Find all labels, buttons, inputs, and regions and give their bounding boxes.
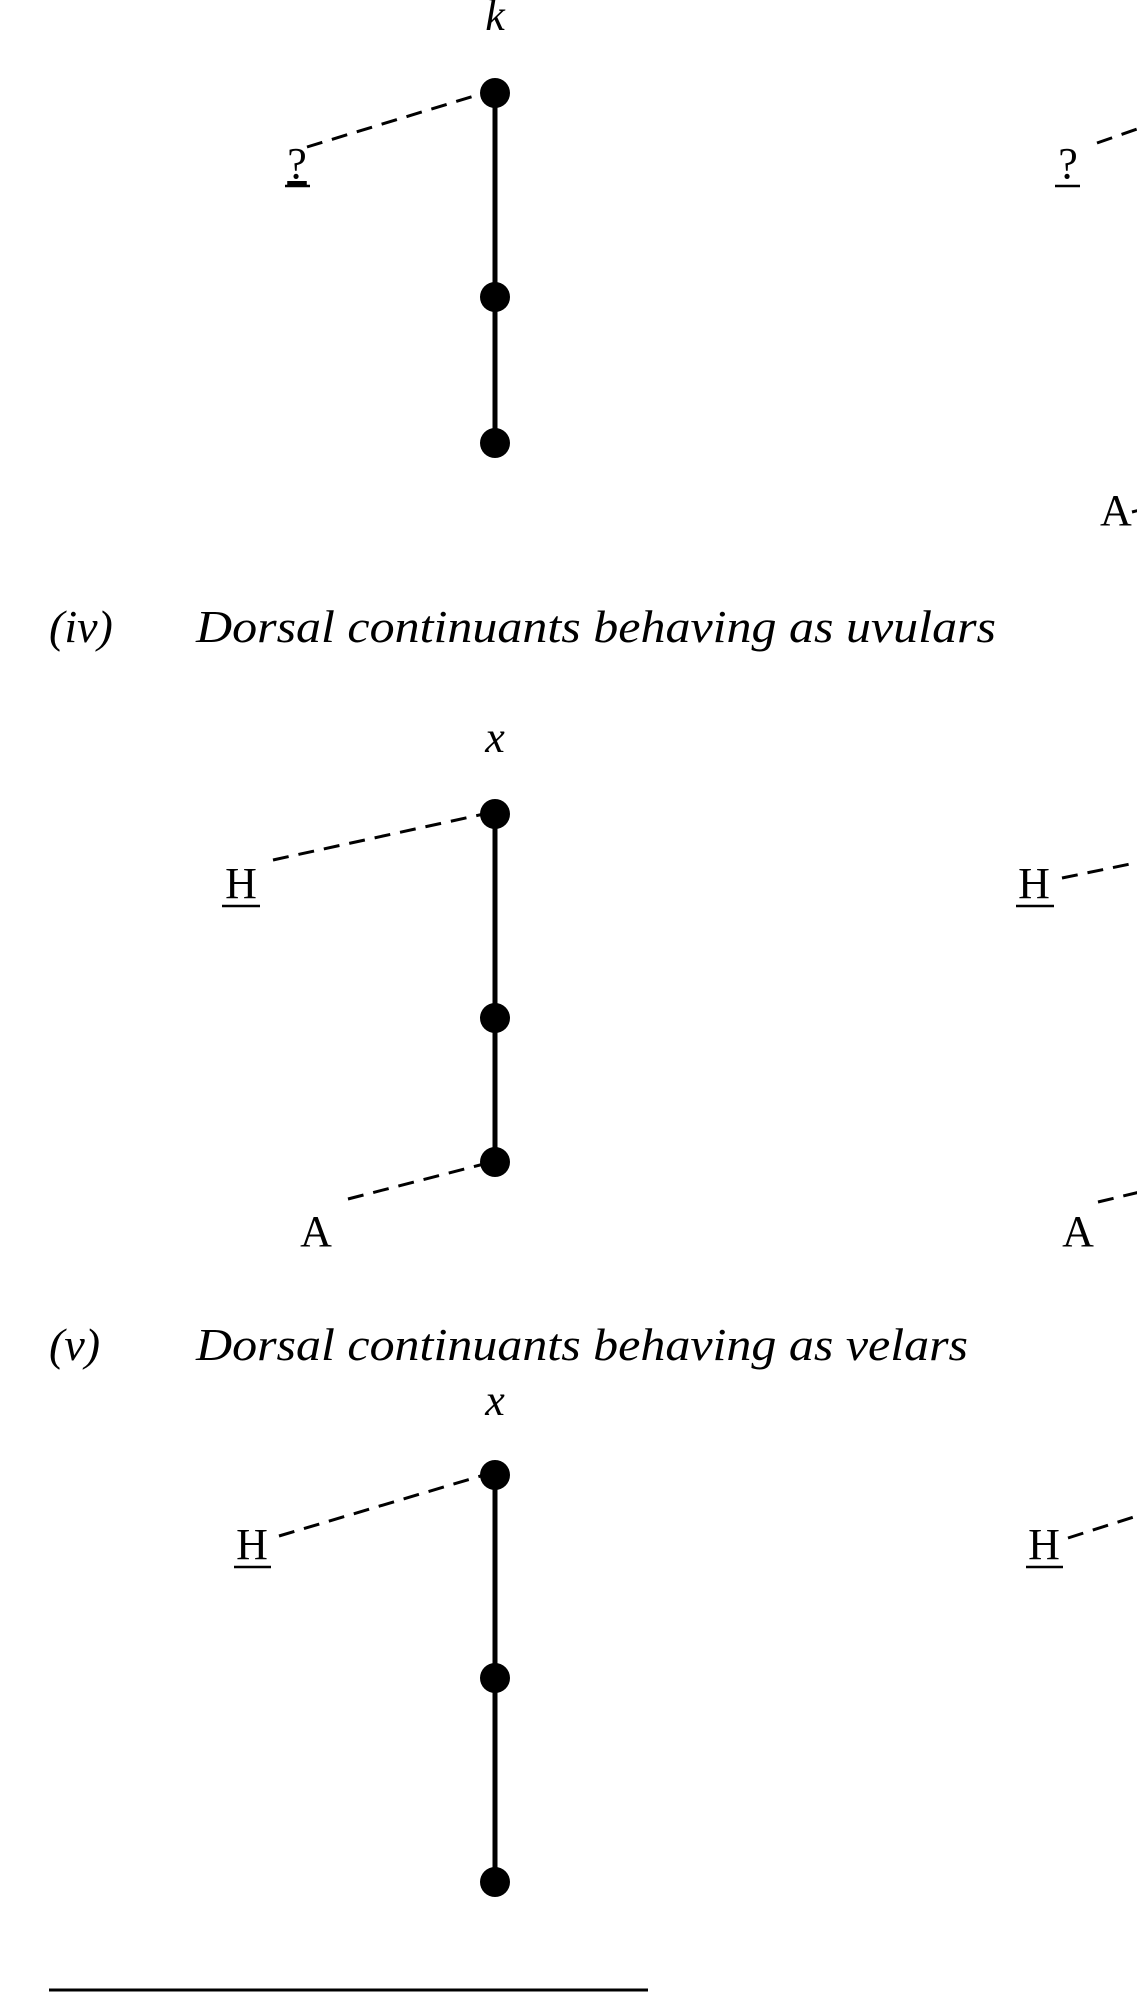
segment-label-x: x: [484, 1376, 505, 1425]
node-bottom: [480, 1147, 510, 1177]
section-number-v: (v): [49, 1319, 100, 1370]
dashed-association: [1067, 1514, 1137, 1540]
node-middle: [480, 282, 510, 312]
section-title-velars: Dorsal continuants behaving as velars: [195, 1319, 968, 1370]
dashed-association: [347, 1162, 485, 1201]
left-top-label-h: H: [236, 1520, 268, 1569]
right-top-label-h: H: [1028, 1520, 1060, 1569]
segment-label-x: x: [484, 713, 505, 762]
right-bottom-label-a: A: [1062, 1207, 1094, 1256]
node-middle: [480, 1663, 510, 1693]
dashed-association: [1131, 509, 1137, 514]
dashed-association: [272, 812, 485, 862]
left-top-label-h: H: [225, 859, 257, 908]
dashed-association: [1097, 1191, 1137, 1204]
node-bottom: [480, 428, 510, 458]
node-top: [480, 1460, 510, 1490]
right-top-label-h: H: [1018, 859, 1050, 908]
node-middle: [480, 1003, 510, 1033]
segment-label-k: k: [485, 0, 506, 40]
section-number-iv: (iv): [49, 601, 113, 652]
diagram-k: k ? ? A: [285, 0, 1137, 535]
right-bottom-label-a: A: [1100, 486, 1132, 535]
node-top: [480, 799, 510, 829]
dashed-association: [278, 1473, 485, 1538]
diagram-uvular: x H A H A: [222, 713, 1137, 1256]
diagram-velar: x H H: [234, 1376, 1137, 1897]
section-title-uvulars: Dorsal continuants behaving as uvulars: [195, 601, 996, 652]
left-bottom-label-a: A: [300, 1207, 332, 1256]
dashed-association: [306, 91, 485, 149]
node-bottom: [480, 1867, 510, 1897]
right-label-question: ?: [1058, 139, 1078, 188]
dashed-association: [1096, 127, 1137, 145]
left-label-question: ?: [287, 139, 307, 188]
dashed-association: [1061, 861, 1137, 880]
node-top: [480, 78, 510, 108]
